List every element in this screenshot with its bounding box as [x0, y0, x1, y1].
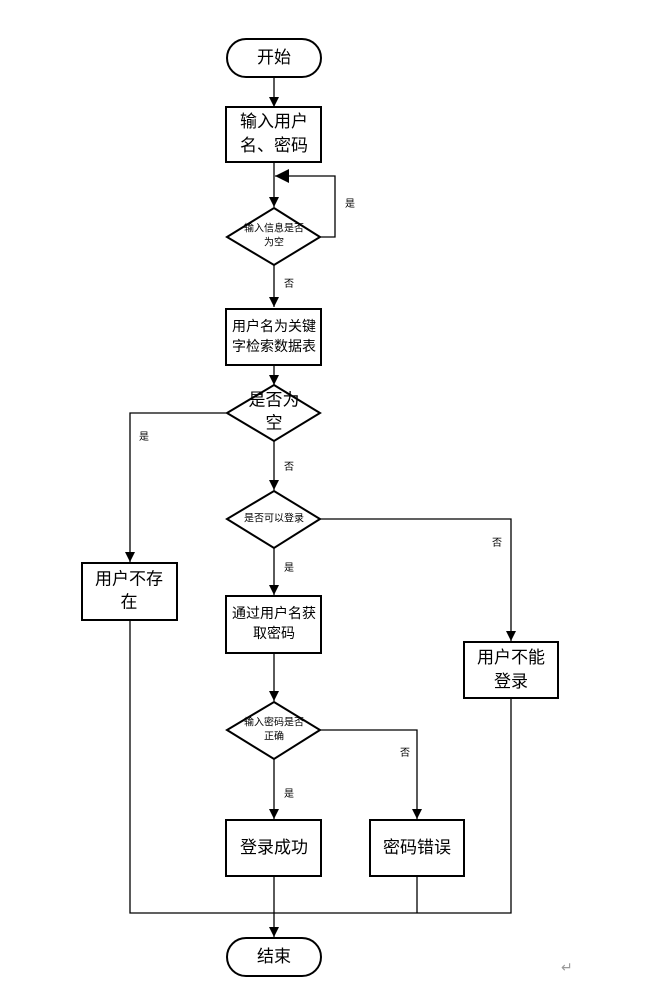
pwd-err-node	[369, 819, 465, 877]
pwd-ok-decision	[225, 700, 322, 761]
node-text-search: 字检索数据表	[232, 338, 316, 355]
cannot-login-node	[463, 641, 559, 699]
start-node	[226, 38, 322, 78]
node-text-start: 开始	[257, 48, 291, 68]
node-text-get-pwd: 通过用户名获	[232, 605, 316, 622]
node-text-no-user: 用户不存	[95, 570, 163, 590]
node-text-search: 用户名为关键	[232, 318, 316, 335]
node-text-input: 名、密码	[240, 136, 308, 156]
node-text-pwd-err: 密码错误	[383, 838, 451, 858]
node-text-success: 登录成功	[240, 838, 308, 858]
label-can-login-no: 否	[492, 537, 502, 549]
input-node	[225, 106, 322, 163]
edge-labels: 是 否 是 否 否 是 否 是	[139, 198, 502, 800]
success-node	[225, 819, 322, 877]
node-texts: 开始输入用户名、密码输入信息是否为空用户名为关键字检索数据表是否为空是否可以登录…	[95, 48, 545, 967]
node-text-get-pwd: 取密码	[253, 625, 295, 642]
no-user-node	[81, 562, 178, 621]
edge-pwdok-no	[320, 729, 422, 819]
edge-nouser-merge	[129, 620, 512, 914]
node-text-end: 结束	[257, 947, 291, 967]
label-can-login-yes: 是	[284, 562, 294, 574]
edges	[125, 77, 516, 937]
node-text-pwd-ok: 输入密码是否	[244, 716, 304, 729]
label-check-empty-yes: 是	[345, 198, 355, 210]
label-pwd-ok-no: 否	[400, 747, 410, 759]
return-mark: ↵	[561, 960, 573, 976]
label-is-empty-no: 否	[284, 461, 294, 473]
edge-canlogin-no	[320, 518, 516, 641]
label-check-empty-no: 否	[284, 278, 294, 290]
get-pwd-node	[225, 595, 322, 654]
node-text-cannot-login: 用户不能	[477, 648, 545, 668]
search-node	[225, 308, 322, 366]
node-text-cannot-login: 登录	[494, 672, 528, 692]
end-node	[226, 937, 322, 977]
edge-isempty-yes	[125, 412, 226, 562]
node-text-is-empty: 空	[266, 414, 283, 434]
is-empty-decision	[225, 383, 322, 443]
edge-check-empty-yes-loop	[275, 169, 336, 238]
label-pwd-ok-yes: 是	[284, 788, 294, 800]
node-text-check-empty: 输入信息是否	[244, 222, 304, 235]
node-text-is-empty: 是否为	[249, 391, 300, 411]
node-text-can-login: 是否可以登录	[244, 512, 304, 525]
label-is-empty-yes: 是	[139, 431, 149, 443]
node-text-no-user: 在	[121, 593, 138, 613]
node-text-input: 输入用户	[240, 112, 308, 132]
check-empty-decision	[225, 206, 322, 267]
can-login-decision	[225, 489, 322, 550]
node-text-pwd-ok: 正确	[264, 730, 284, 743]
node-text-check-empty: 为空	[264, 236, 284, 249]
